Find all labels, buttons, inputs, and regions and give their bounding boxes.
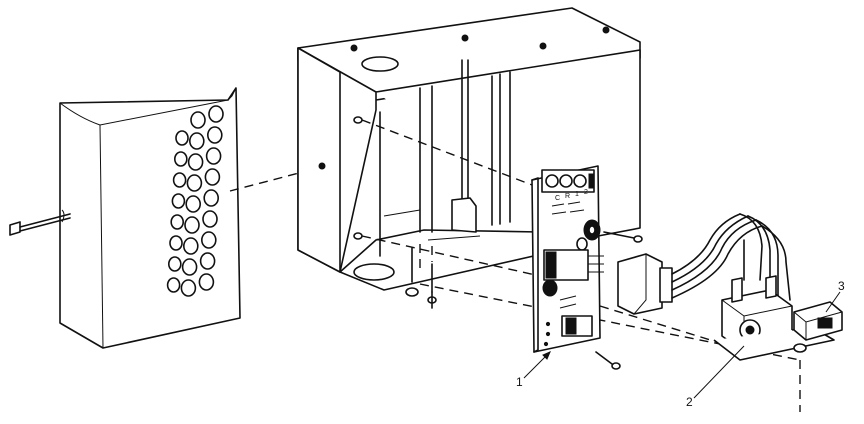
vent-hole <box>170 214 184 230</box>
vent-hole <box>181 258 198 276</box>
vent-hole <box>180 279 197 297</box>
terminal-label-1: 1 <box>575 191 579 198</box>
vent-hole <box>166 277 181 293</box>
front-hole <box>318 162 326 170</box>
vent-hole <box>202 210 218 228</box>
vent-hole <box>204 168 221 186</box>
vent-hole <box>203 189 219 207</box>
mounting-screws <box>405 244 437 309</box>
callout-3-label: 3 <box>838 279 845 293</box>
vent-hole <box>174 151 188 167</box>
vent-hole <box>186 174 203 192</box>
callout-2: 2 <box>686 345 745 409</box>
board-components <box>542 201 604 347</box>
terminal-label-c: C <box>555 195 560 202</box>
vent-hole <box>175 130 189 146</box>
board-to-transformer-guide <box>599 305 731 347</box>
vent-hole <box>208 105 224 123</box>
callout-2-label: 2 <box>686 395 693 409</box>
vent-hole <box>185 195 201 213</box>
vent-hole <box>172 172 187 188</box>
cover-screw <box>9 209 71 236</box>
callout-1: 1 <box>516 351 551 389</box>
board-screws <box>595 231 643 370</box>
vent-hole <box>207 126 223 144</box>
vent-hole <box>189 132 205 150</box>
vent-hole <box>169 235 183 251</box>
terminal-label-2: 2 <box>584 189 588 196</box>
bottom-knockout <box>353 263 395 281</box>
vent-hole <box>168 256 182 272</box>
wire-connector <box>617 253 673 315</box>
vent-hole <box>184 216 200 234</box>
vent-hole <box>201 231 217 249</box>
vent-hole <box>171 193 186 209</box>
vent-hole <box>205 147 222 165</box>
terminal-block <box>541 169 595 193</box>
terminal-label-r: R <box>565 193 570 200</box>
wire-harness <box>671 213 791 301</box>
vent-hole <box>198 273 215 291</box>
callout-1-label: 1 <box>516 375 523 389</box>
vent-hole <box>187 153 204 171</box>
vent-hole <box>190 111 206 129</box>
box-top-holes <box>350 26 610 72</box>
cover-vent-holes <box>166 105 224 297</box>
mounting-bracket <box>793 301 843 341</box>
standoff-guide-top <box>361 119 541 189</box>
vent-hole <box>183 237 199 255</box>
vent-hole <box>199 252 216 270</box>
cover-plate <box>59 87 241 349</box>
standoff-guide-bottom <box>361 235 541 277</box>
terminal-labels: C R 1 2 <box>555 189 588 202</box>
callout-3: 3 <box>825 279 845 313</box>
